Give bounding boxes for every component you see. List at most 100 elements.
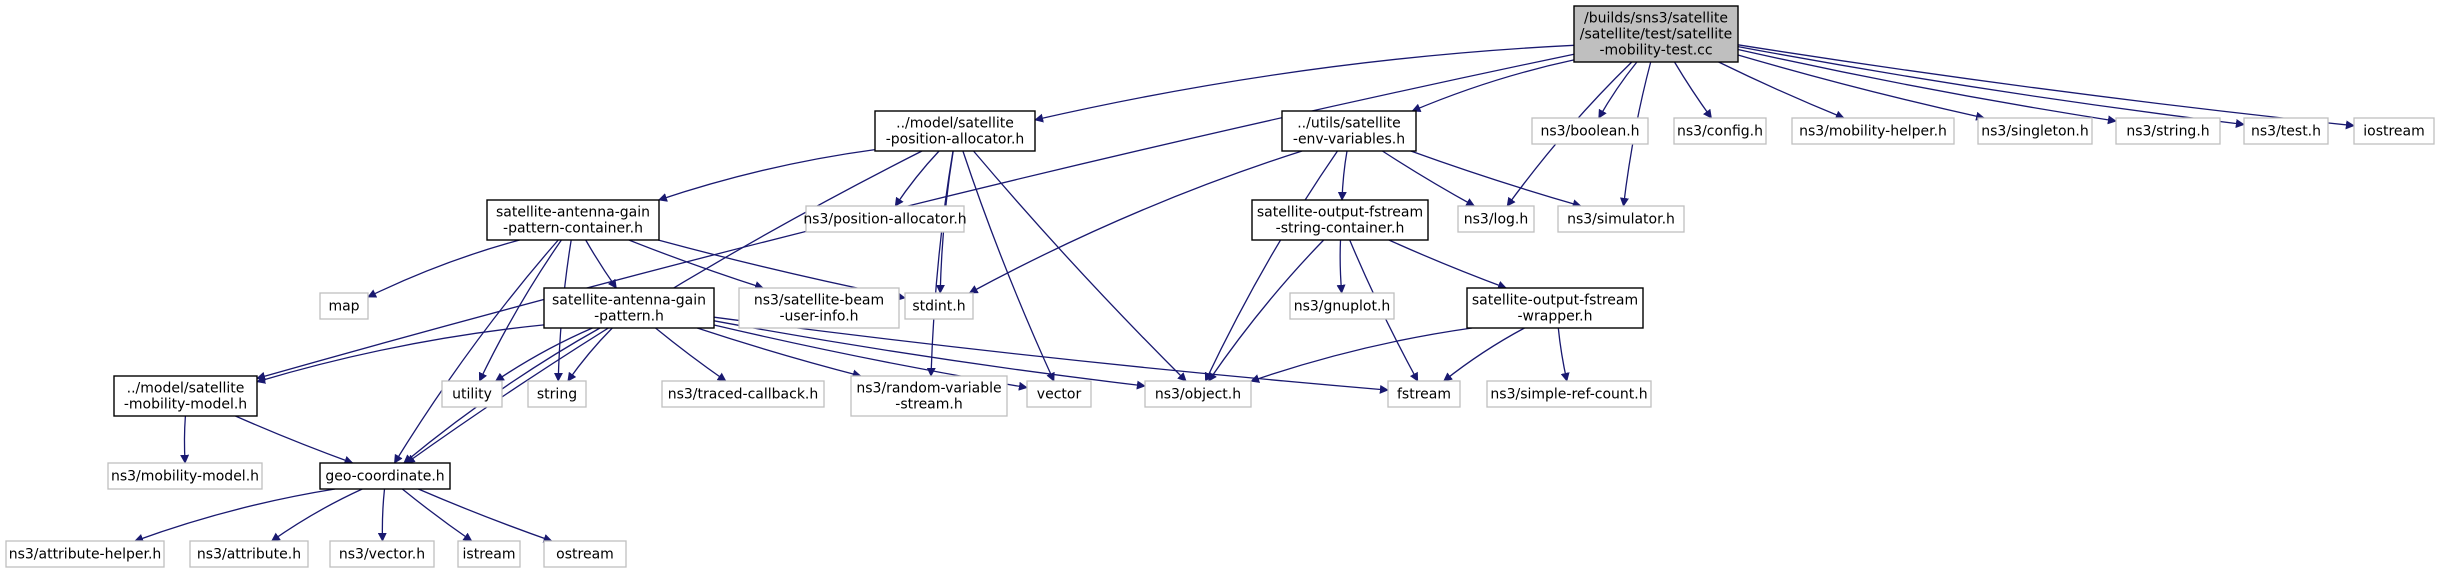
node-env-vars[interactable]: ../utils/satellite-env-variables.h [1281, 110, 1417, 152]
node-box [319, 292, 369, 320]
node-out-string[interactable]: satellite-output-fstream-string-containe… [1251, 199, 1429, 241]
node-box [1289, 292, 1395, 320]
edge-main-to-mob-model [256, 53, 1575, 381]
edge-main-to-test [1737, 45, 2245, 128]
node-box [1531, 117, 1649, 145]
node-label: -env-variables.h [1293, 132, 1405, 148]
node-log: ns3/log.h [1457, 205, 1535, 233]
node-ostream: ostream [543, 540, 627, 568]
node-istream: istream [457, 540, 521, 568]
node-ns3-mob-model: ns3/mobility-model.h [107, 462, 263, 490]
edge-gain-pattern-to-mob-model [256, 324, 545, 384]
node-box [738, 287, 900, 329]
node-box [850, 375, 1008, 417]
node-label: ns3/position-allocator.h [803, 212, 966, 228]
node-label: satellite-output-fstream [1257, 205, 1423, 221]
node-vector: vector [1026, 380, 1092, 408]
node-ns3vector: ns3/vector.h [329, 540, 435, 568]
node-label: -stream.h [895, 397, 962, 413]
edge-main-to-config [1673, 61, 1712, 119]
node-gain-container[interactable]: satellite-antenna-gain-pattern-container… [486, 199, 660, 241]
edge-gain-container-to-map [367, 239, 520, 298]
node-label: ../model/satellite [896, 116, 1014, 132]
node-box [904, 292, 974, 320]
node-traced: ns3/traced-callback.h [661, 380, 825, 408]
node-label: istream [463, 547, 516, 563]
edge-gain-container-to-gain-pattern [585, 239, 617, 289]
node-box [113, 375, 258, 417]
node-box [1573, 5, 1739, 63]
edges-layer [134, 44, 2355, 543]
node-box [329, 540, 435, 568]
node-label: geo-coordinate.h [325, 469, 444, 485]
edge-geo-to-attribute [270, 488, 363, 542]
node-geo[interactable]: geo-coordinate.h [319, 462, 451, 490]
edge-main-to-boolean [1598, 61, 1638, 119]
node-iostream: iostream [2353, 117, 2435, 145]
edge-mob-model-to-geo [235, 415, 354, 465]
node-label: -pattern-container.h [503, 221, 643, 237]
node-main[interactable]: /builds/sns3/satellite/satellite/test/sa… [1573, 5, 1739, 63]
node-gain-pattern[interactable]: satellite-antenna-gain-pattern.h [543, 287, 715, 329]
node-box [874, 110, 1036, 152]
node-label: ns3/object.h [1155, 387, 1241, 403]
node-box [805, 205, 965, 233]
node-label: ns3/config.h [1677, 124, 1763, 140]
node-label: ../model/satellite [127, 381, 245, 397]
node-object: ns3/object.h [1144, 380, 1252, 408]
node-box [2115, 117, 2221, 145]
node-ns3string: ns3/string.h [2115, 117, 2221, 145]
edge-gain-container-to-utility [478, 239, 562, 382]
node-mob-helper: ns3/mobility-helper.h [1791, 117, 1955, 145]
node-fstream: fstream [1387, 380, 1461, 408]
node-test: ns3/test.h [2243, 117, 2329, 145]
node-box [661, 380, 825, 408]
node-box [1977, 117, 2093, 145]
node-random: ns3/random-variable-stream.h [850, 375, 1008, 417]
node-mob-model[interactable]: ../model/satellite-mobility-model.h [113, 375, 258, 417]
edge-gain-pattern-to-object [713, 320, 1146, 390]
node-label: string [537, 387, 577, 403]
edge-gain-pattern-to-random [696, 327, 862, 379]
node-label: utility [452, 387, 492, 403]
node-box [1281, 110, 1417, 152]
node-label: satellite-output-fstream [1472, 293, 1638, 309]
node-label: ns3/traced-callback.h [668, 387, 819, 403]
node-box [486, 199, 660, 241]
node-label: -pattern.h [594, 309, 664, 325]
edge-mob-model-to-ns3-mob-model [180, 415, 190, 464]
node-label: ns3/simple-ref-count.h [1490, 387, 1647, 403]
node-box [319, 462, 451, 490]
node-box [543, 287, 715, 329]
node-out-wrapper[interactable]: satellite-output-fstream-wrapper.h [1466, 287, 1644, 329]
node-attribute: ns3/attribute.h [189, 540, 309, 568]
edge-gain-pattern-to-fstream [713, 316, 1389, 394]
edge-env-vars-to-simulator [1410, 150, 1582, 209]
edge-out-string-to-gnuplot [1336, 239, 1346, 294]
edge-main-to-mob-helper [1718, 61, 1845, 120]
edge-env-vars-to-log [1382, 150, 1476, 207]
node-label: ns3/attribute-helper.h [9, 547, 162, 563]
edge-geo-to-ostream [418, 488, 553, 543]
node-label: ns3/test.h [2251, 124, 2321, 140]
node-label: map [328, 299, 359, 315]
edge-main-to-ns3string [1737, 48, 2117, 125]
node-label: /satellite/test/satellite [1580, 27, 1733, 43]
nodes-layer: /builds/sns3/satellite/satellite/test/sa… [5, 5, 2435, 568]
node-label: ns3/attribute.h [197, 547, 301, 563]
node-attr-helper: ns3/attribute-helper.h [5, 540, 165, 568]
node-pos-alloc[interactable]: ../model/satellite-position-allocator.h [874, 110, 1036, 152]
node-stdint: stdint.h [904, 292, 974, 320]
node-box [1251, 199, 1429, 241]
edge-main-to-iostream [1737, 44, 2355, 130]
edge-gain-container-to-geo [393, 239, 559, 464]
node-box [1791, 117, 1955, 145]
node-label: ns3/singleton.h [1981, 124, 2089, 140]
node-map: map [319, 292, 369, 320]
node-label: -wrapper.h [1517, 309, 1592, 325]
edge-out-wrapper-to-fstream [1443, 327, 1525, 382]
node-label: ns3/gnuplot.h [1294, 299, 1391, 315]
edge-env-vars-to-object [1204, 150, 1339, 382]
node-box [107, 462, 263, 490]
